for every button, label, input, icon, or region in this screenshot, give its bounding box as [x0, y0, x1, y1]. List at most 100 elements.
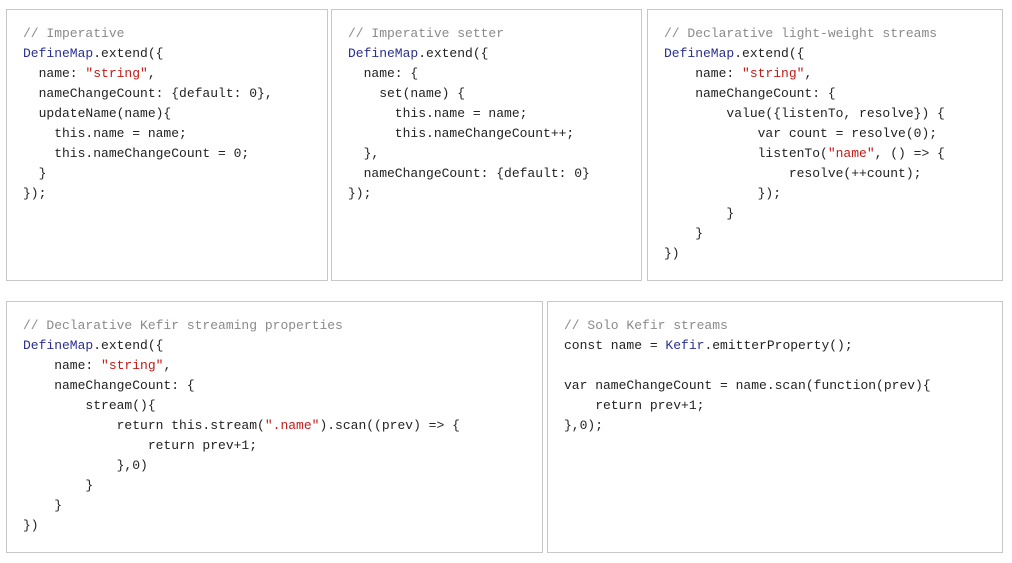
- code-line: DefineMap.extend({: [348, 44, 641, 64]
- code-token-plain: },: [348, 146, 380, 161]
- code-line: });: [23, 184, 327, 204]
- code-token-plain: }: [23, 166, 47, 181]
- code-token-plain: });: [664, 186, 782, 201]
- code-token-plain: }): [23, 518, 39, 533]
- code-line: DefineMap.extend({: [664, 44, 1002, 64]
- code-line: updateName(name){: [23, 104, 327, 124]
- code-line: name: {: [348, 64, 641, 84]
- code-line: this.nameChangeCount++;: [348, 124, 641, 144]
- code-token-comment: // Declarative Kefir streaming propertie…: [23, 318, 343, 333]
- code-panel-solo-kefir-streams: // Solo Kefir streams const name = Kefir.…: [547, 301, 1003, 553]
- code-line: nameChangeCount: {default: 0}: [348, 164, 641, 184]
- code-token-plain: set(name) {: [348, 86, 466, 101]
- code-line: }: [664, 204, 1002, 224]
- code-token-string: "string": [101, 358, 164, 373]
- code-token-plain: }: [664, 206, 735, 221]
- code-line: // Imperative setter: [348, 24, 641, 44]
- code-token-plain: ,: [163, 358, 172, 373]
- code-line: var count = resolve(0);: [664, 124, 1002, 144]
- code-line: }): [664, 244, 1002, 264]
- code-token-plain: name:: [23, 358, 102, 373]
- code-line: return prev+1;: [564, 396, 1002, 416]
- code-token-plain: var count = resolve(0);: [664, 126, 938, 141]
- code-line: [564, 356, 1002, 376]
- code-line: listenTo("name", () => {: [664, 144, 1002, 164]
- code-line: set(name) {: [348, 84, 641, 104]
- code-token-comment: // Imperative: [23, 26, 125, 41]
- code-token-keyword: Kefir: [665, 338, 705, 353]
- code-token-plain: ,: [804, 66, 813, 81]
- code-token-plain: this.name = name;: [23, 126, 187, 141]
- code-line: name: "string",: [664, 64, 1002, 84]
- code-line: }): [23, 516, 542, 536]
- code-token-string: ".name": [264, 418, 320, 433]
- code-token-plain: const name =: [564, 338, 666, 353]
- code-line: value({listenTo, resolve}) {: [664, 104, 1002, 124]
- code-token-plain: updateName(name){: [23, 106, 172, 121]
- code-line: },0);: [564, 416, 1002, 436]
- code-token-plain: , () => {: [874, 146, 945, 161]
- code-token-plain: nameChangeCount: {default: 0},: [23, 86, 273, 101]
- code-token-plain: .extend({: [93, 46, 164, 61]
- code-line: },0): [23, 456, 542, 476]
- code-token-plain: nameChangeCount: {: [664, 86, 836, 101]
- code-line: });: [348, 184, 641, 204]
- code-token-plain: },0): [23, 458, 148, 473]
- code-line: // Imperative: [23, 24, 327, 44]
- code-token-keyword: DefineMap: [348, 46, 419, 61]
- code-line: DefineMap.extend({: [23, 336, 542, 356]
- code-token-plain: .emitterProperty();: [704, 338, 853, 353]
- code-line: name: "string",: [23, 356, 542, 376]
- code-line: nameChangeCount: {: [664, 84, 1002, 104]
- code-line: nameChangeCount: {: [23, 376, 542, 396]
- code-line: return this.stream(".name").scan((prev) …: [23, 416, 542, 436]
- code-token-plain: });: [348, 186, 372, 201]
- code-token-plain: }: [23, 498, 63, 513]
- code-line: // Declarative light-weight streams: [664, 24, 1002, 44]
- code-line: },: [348, 144, 641, 164]
- code-line: // Solo Kefir streams: [564, 316, 1002, 336]
- code-token-plain: }): [664, 246, 680, 261]
- code-line: const name = Kefir.emitterProperty();: [564, 336, 1002, 356]
- code-line: }: [23, 496, 542, 516]
- code-line: var nameChangeCount = name.scan(function…: [564, 376, 1002, 396]
- code-token-plain: name: {: [348, 66, 419, 81]
- code-token-string: "string": [742, 66, 805, 81]
- code-line: return prev+1;: [23, 436, 542, 456]
- code-token-plain: listenTo(: [664, 146, 828, 161]
- code-line: this.name = name;: [348, 104, 641, 124]
- code-token-plain: nameChangeCount: {default: 0}: [348, 166, 590, 181]
- code-token-comment: // Solo Kefir streams: [564, 318, 728, 333]
- code-token-plain: });: [23, 186, 47, 201]
- code-line: // Declarative Kefir streaming propertie…: [23, 316, 542, 336]
- code-line: });: [664, 184, 1002, 204]
- code-line: this.name = name;: [23, 124, 327, 144]
- code-token-plain: ).scan((prev) => {: [319, 418, 460, 433]
- code-token-plain: return prev+1;: [564, 398, 705, 413]
- code-line: }: [23, 164, 327, 184]
- code-token-plain: }: [664, 226, 704, 241]
- code-line: }: [23, 476, 542, 496]
- code-token-plain: this.nameChangeCount++;: [348, 126, 575, 141]
- code-token-plain: this.nameChangeCount = 0;: [23, 146, 250, 161]
- code-line: this.nameChangeCount = 0;: [23, 144, 327, 164]
- code-line: DefineMap.extend({: [23, 44, 327, 64]
- code-token-plain: this.name = name;: [348, 106, 528, 121]
- code-line: name: "string",: [23, 64, 327, 84]
- code-token-plain: return this.stream(: [23, 418, 265, 433]
- code-token-comment: // Imperative setter: [348, 26, 505, 41]
- code-token-plain: return prev+1;: [23, 438, 258, 453]
- code-token-string: "name": [827, 146, 875, 161]
- code-line: nameChangeCount: {default: 0},: [23, 84, 327, 104]
- code-token-plain: }: [23, 478, 94, 493]
- code-token-string: "string": [85, 66, 148, 81]
- code-token-plain: nameChangeCount: {: [23, 378, 195, 393]
- code-token-plain: var nameChangeCount = name.scan(function…: [564, 378, 931, 393]
- code-token-plain: resolve(++count);: [664, 166, 922, 181]
- code-line: stream(){: [23, 396, 542, 416]
- code-token-keyword: DefineMap: [23, 46, 94, 61]
- code-token-plain: .extend({: [418, 46, 489, 61]
- code-token-comment: // Declarative light-weight streams: [664, 26, 938, 41]
